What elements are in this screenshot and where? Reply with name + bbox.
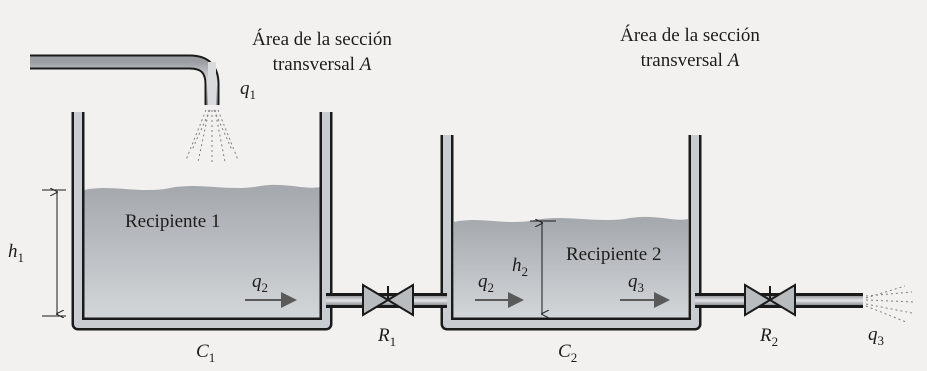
area-label-2: Área de la sección transversal A: [620, 26, 760, 70]
h1-label: h1: [8, 241, 24, 265]
q2-label-tank2: q2: [478, 271, 494, 295]
tank1-label: Recipiente 1: [125, 211, 221, 232]
area-label-2-line2: transversal: [640, 50, 723, 71]
tank2-label: Recipiente 2: [566, 244, 662, 265]
outlet-spray: [865, 285, 916, 323]
tank2-water: [454, 216, 688, 318]
r2-label: R2: [760, 325, 779, 349]
q2-label-tank1: q2: [252, 271, 268, 295]
q3-label-tank2: q3: [628, 271, 644, 295]
c2-label: C2: [558, 341, 578, 365]
area-label-2-line1: Área de la sección: [620, 25, 760, 46]
valve-r1: [362, 283, 414, 317]
area-label-1: Área de la sección transversal A: [252, 30, 392, 74]
inlet-spray: [185, 109, 239, 163]
h2-label: h2: [512, 255, 528, 279]
h1-dimension: [42, 190, 66, 316]
tank2: [440, 135, 702, 331]
c1-label: C1: [196, 341, 216, 365]
area-label-1-line2: transversal: [272, 54, 355, 75]
q1-label: q1: [240, 78, 256, 102]
r1-label: R1: [378, 325, 397, 349]
area-label-1-symbol: A: [359, 54, 372, 75]
tank1: [71, 112, 333, 331]
valve-r2: [744, 283, 796, 317]
inlet-pipe: [30, 54, 220, 105]
tank1-water: [84, 184, 320, 318]
area-label-2-symbol: A: [727, 50, 740, 71]
q3-label-outlet: q3: [868, 324, 884, 348]
area-label-1-line1: Área de la sección: [252, 29, 392, 50]
h2-dimension: [530, 221, 556, 314]
